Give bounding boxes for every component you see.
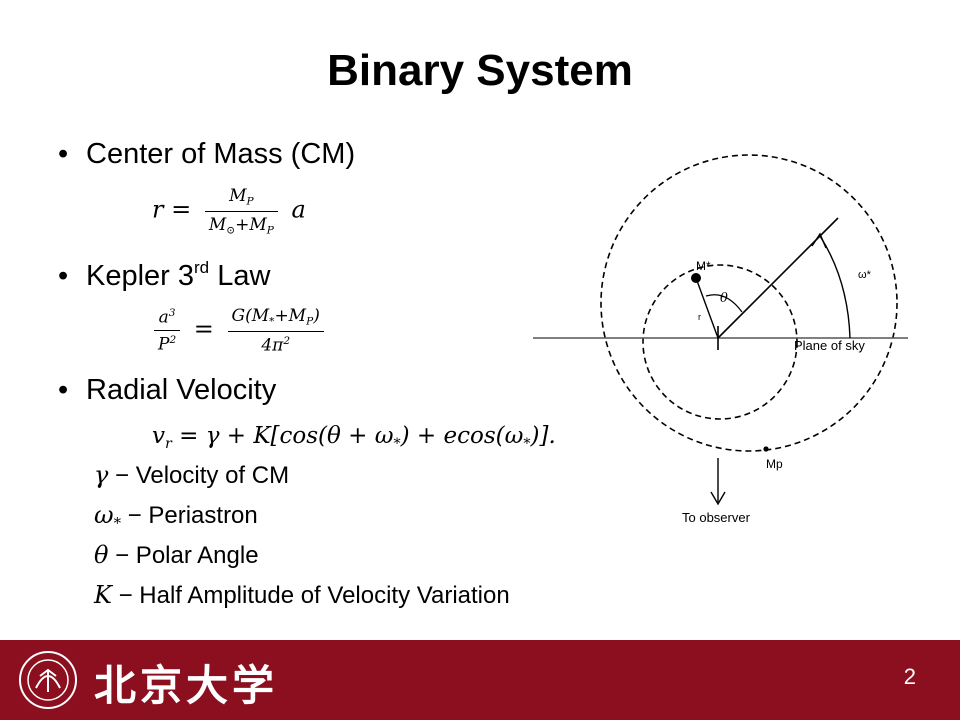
observer-arrowhead bbox=[710, 491, 726, 506]
slide-title: Binary System bbox=[327, 46, 633, 95]
star-orbit bbox=[642, 264, 798, 420]
label-observer: To observer bbox=[682, 510, 751, 525]
bullet-center-of-mass: • Center of Mass (CM) bbox=[58, 138, 355, 171]
bullet-text: Center of Mass (CM) bbox=[86, 138, 356, 170]
label-plane-of-sky: Plane of sky bbox=[794, 338, 865, 353]
page-number: 2 bbox=[903, 664, 916, 689]
bullet-dot: • bbox=[58, 138, 69, 170]
label-omega: ω* bbox=[858, 269, 872, 281]
planet-dot bbox=[763, 446, 769, 452]
omega-arrowhead bbox=[811, 232, 827, 249]
omega-arc bbox=[819, 235, 851, 339]
eq-lhs: r = bbox=[152, 195, 192, 224]
bullet-dot: • bbox=[58, 374, 69, 406]
label-theta: θ bbox=[720, 291, 728, 306]
eq-tail: a bbox=[291, 195, 306, 224]
university-seal-icon bbox=[19, 651, 77, 709]
equation-kepler: a3 P2 = G(M*+MP) 4π2 bbox=[148, 306, 330, 355]
planet-orbit bbox=[600, 154, 898, 452]
equation-radial-velocity: vr = γ + K[cos(θ + ω*) + ecos(ω*)]. bbox=[152, 423, 556, 452]
star-dot bbox=[691, 273, 701, 283]
definition-omega: ω* − Periastron bbox=[94, 501, 258, 533]
bullet-kepler: •Kepler 3rd Law bbox=[58, 258, 271, 292]
label-r: r bbox=[698, 312, 701, 322]
eq-fraction: MP M⊙+MP bbox=[204, 186, 278, 236]
bullet-radial-velocity: •Radial Velocity bbox=[58, 374, 277, 406]
theta-arc bbox=[705, 294, 743, 313]
radius-line bbox=[695, 277, 719, 339]
definition-k: K − Half Amplitude of Velocity Variation bbox=[94, 581, 510, 609]
binary-orbit-diagram: M* θ ω* Plane of sky r Mp To observer bbox=[533, 154, 908, 525]
label-mstar: M* bbox=[696, 259, 711, 273]
university-name: 北京大学 bbox=[94, 661, 279, 710]
footer-bar: 北京大学 2 bbox=[0, 640, 960, 720]
definition-theta: θ − Polar Angle bbox=[94, 541, 259, 569]
equation-center-of-mass: r = MP M⊙+MP a bbox=[152, 186, 306, 236]
label-mp: Mp bbox=[766, 457, 783, 471]
bullet-dot: • bbox=[58, 260, 69, 292]
definition-gamma: γ − Velocity of CM bbox=[94, 461, 290, 489]
